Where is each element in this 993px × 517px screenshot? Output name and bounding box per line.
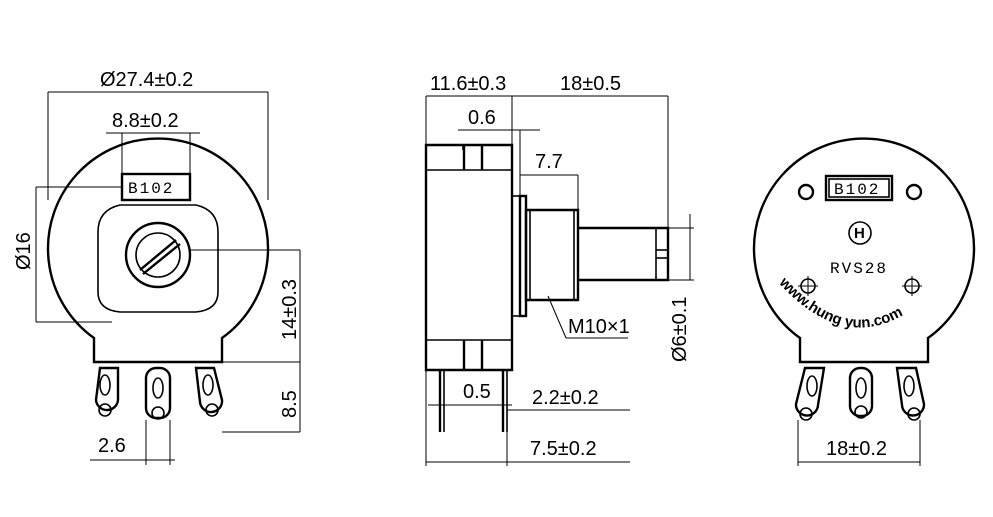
front-shaft-inner	[135, 232, 181, 278]
dim-terminal-thickness: 0.5	[463, 381, 491, 403]
dim-body-height: Ø16	[13, 232, 35, 270]
dim-gap: 0.6	[468, 107, 496, 129]
side-shaft	[578, 226, 670, 282]
back-logo: H	[854, 225, 865, 242]
dim-terminal-offset: 2.2±0.2	[532, 387, 599, 409]
back-logo-circle	[848, 221, 872, 245]
side-body	[424, 143, 514, 372]
front-shaft	[124, 221, 192, 289]
front-shaft-slot-2	[142, 243, 181, 275]
back-website: www.hung yun.com	[775, 273, 905, 331]
dim-bushing-length: 7.7	[535, 151, 563, 173]
front-inner-cover	[97, 204, 219, 313]
dim-body-depth: 11.6±0.3	[430, 73, 506, 95]
dim-terminal-span: 7.5±0.2	[530, 438, 597, 460]
dim-terminal-pitch: 2.6	[98, 435, 126, 457]
dim-thread: M10×1	[568, 316, 630, 338]
back-mount-hole-left	[797, 183, 815, 201]
back-model: RVS28	[830, 260, 888, 278]
dim-terminal-length: 8.5	[279, 390, 301, 418]
side-bushing	[524, 208, 580, 302]
dim-back-terminal-span: 18±0.2	[826, 438, 887, 460]
dim-shaft-length: 18±0.5	[560, 73, 621, 95]
front-body-outline	[46, 137, 270, 364]
dim-label-width: 8.8±0.2	[112, 110, 179, 132]
front-terminals	[94, 366, 224, 420]
front-shaft-slot-1	[139, 239, 177, 271]
back-terminals	[794, 366, 926, 421]
front-view: B102 Ø27.4±0.2 8.8±0.2 Ø16 14±0.3	[13, 69, 301, 465]
back-crosshair-right	[902, 276, 922, 296]
front-label-text: B102	[128, 180, 174, 198]
back-label-box	[824, 174, 894, 202]
side-view: 11.6±0.3 18±0.5 0.6 7.7 M10×1 Ø6±0.1 0.5…	[424, 73, 694, 466]
back-mount-hole-right	[905, 183, 923, 201]
dim-outer-diameter: Ø27.4±0.2	[100, 69, 193, 91]
back-view: B102 H RVS28 www.hung yun.com	[752, 137, 976, 466]
back-crosshair-left	[798, 276, 818, 296]
dim-center-to-base: 14±0.3	[279, 279, 301, 340]
back-label-text: B102	[834, 181, 880, 199]
dim-shaft-diameter: Ø6±0.1	[669, 297, 691, 362]
back-body-outline	[752, 137, 976, 364]
